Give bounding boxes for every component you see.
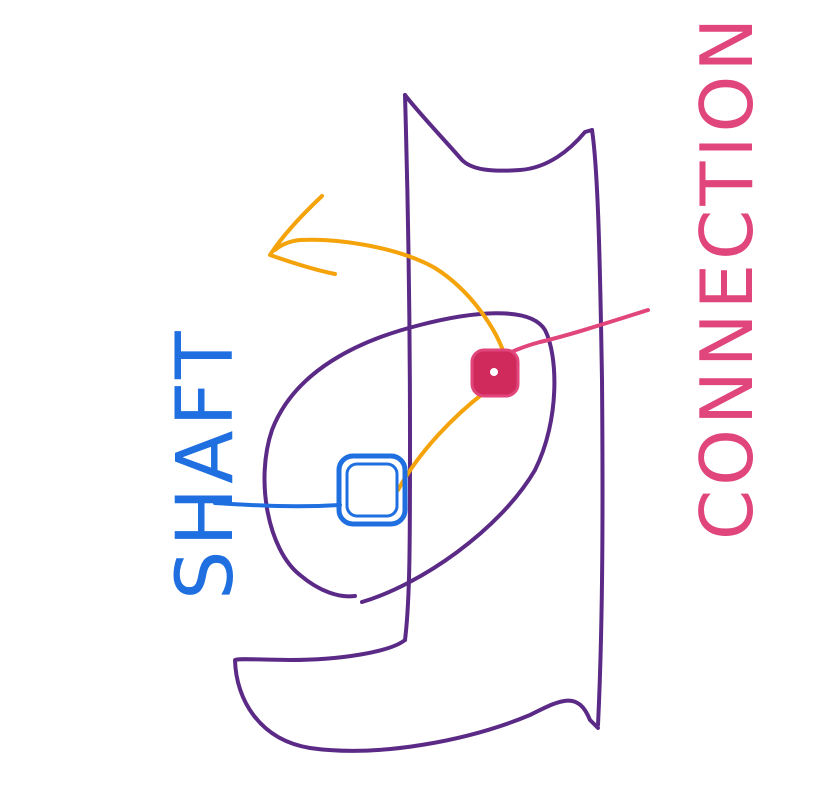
frame-left-edge — [403, 93, 412, 642]
frame-top-end — [403, 93, 594, 173]
crank-disc — [262, 311, 557, 604]
frame-right-edge — [590, 128, 605, 727]
shaft-square-inner — [345, 462, 399, 518]
connection-marker — [470, 308, 650, 398]
connection-leader — [503, 308, 650, 357]
motion-arrowhead — [268, 194, 337, 276]
frame-bottom-end — [233, 638, 600, 753]
shaft-leader — [213, 501, 342, 509]
frame-outline — [233, 93, 605, 753]
shaft-marker — [213, 453, 408, 527]
motion-arrow-path — [273, 237, 509, 492]
connection-label: CONNECTION — [685, 14, 769, 540]
shaft-label: SHAFT — [161, 327, 251, 600]
shaft-square — [336, 453, 408, 527]
connection-point-center — [490, 368, 498, 376]
motion-arrow — [268, 194, 509, 492]
